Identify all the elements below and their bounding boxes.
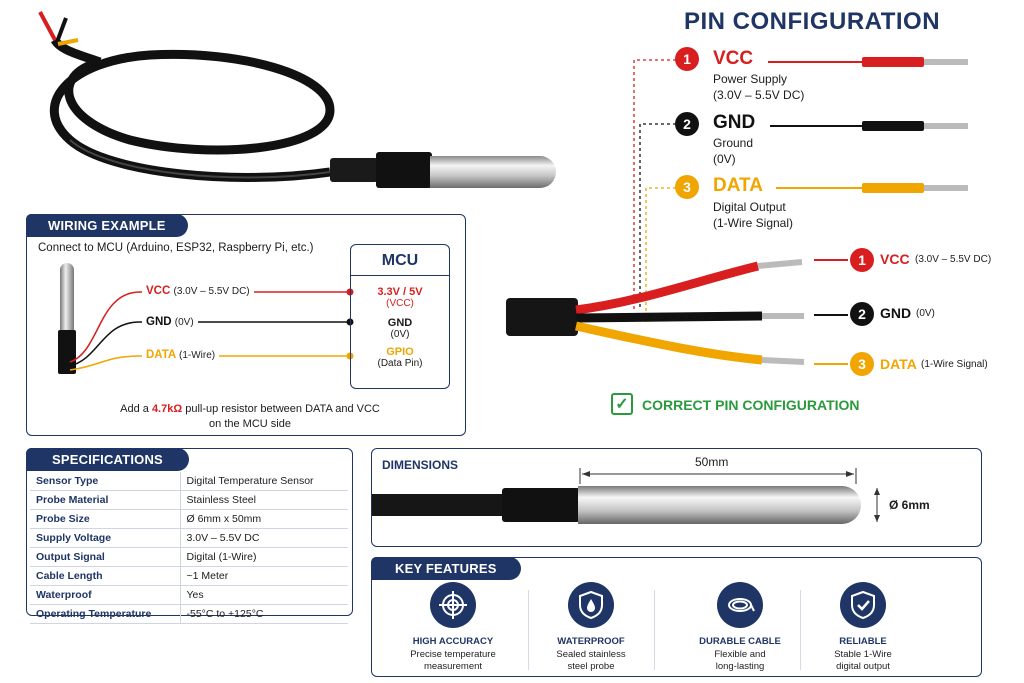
wire-1-detail: (3.0V – 5.5V DC) <box>915 254 992 265</box>
wire-3-badge: 3 <box>850 352 874 376</box>
wire-2-detail: (0V) <box>916 308 935 319</box>
spec-value: 3.0V – 5.5V DC <box>180 528 348 548</box>
spec-key: Operating Temperature <box>30 604 181 624</box>
water-drop-shield-icon <box>568 582 614 628</box>
spec-key: Supply Voltage <box>30 528 181 548</box>
feature-title: WATERPROOF <box>557 636 625 647</box>
mcu-gpio: GPIO <box>386 346 414 358</box>
pin-3-desc: Digital Output <box>713 200 786 214</box>
spec-value: Ø 6mm x 50mm <box>180 509 348 529</box>
spec-key: Sensor Type <box>30 472 181 491</box>
feature-durable-cable: DURABLE CABLE Flexible and long-lasting <box>680 582 800 673</box>
features-title: KEY FEATURES <box>371 557 521 580</box>
spec-value: Stainless Steel <box>180 490 348 510</box>
mcu-gnd-sub: (0V) <box>390 329 410 340</box>
dimension-diameter: Ø 6mm <box>889 498 930 512</box>
feature-desc: long-lasting <box>715 661 765 672</box>
feature-high-accuracy: HIGH ACCURACY Precise temperature measur… <box>393 582 513 673</box>
pin-1-badge: 1 <box>675 47 699 71</box>
feature-desc: measurement <box>423 661 483 672</box>
mcu-vcc-sub: (VCC) <box>386 298 414 309</box>
correct-pin-label: CORRECT PIN CONFIGURATION <box>642 397 860 413</box>
spec-value: -55°C to +125°C <box>180 604 348 624</box>
wire-3-name: DATA <box>880 356 917 372</box>
wire-1-name: VCC <box>880 251 910 267</box>
sensor-product-image <box>38 11 556 188</box>
pin-2-desc: Ground <box>713 136 754 150</box>
mcu-title: MCU <box>381 252 419 269</box>
mcu-gpio-sub: (Data Pin) <box>377 358 423 369</box>
feature-desc: Sealed stainless <box>556 649 626 660</box>
cable-coil-icon <box>717 582 763 628</box>
spec-value: ~1 Meter <box>180 566 348 586</box>
spec-key: Output Signal <box>30 547 181 567</box>
dimensions-title: DIMENSIONS <box>382 458 459 472</box>
spec-value: Digital Temperature Sensor <box>180 472 348 491</box>
pin-1-detail: (3.0V – 5.5V DC) <box>713 88 805 102</box>
mcu-vcc: 3.3V / 5V <box>377 286 423 298</box>
pin-2-name: GND <box>713 112 756 133</box>
wire-2-name: GND <box>880 305 912 321</box>
pin-3-detail: (1-Wire Signal) <box>713 216 794 230</box>
pin-1-name: VCC <box>713 48 754 69</box>
feature-desc: Flexible and <box>714 649 766 660</box>
mcu-box: MCU 3.3V / 5V (VCC) GND (0V) GPIO (Data … <box>350 244 450 389</box>
specs-title: SPECIFICATIONS <box>26 448 189 471</box>
wiring-data-label: DATA (1-Wire) <box>142 349 220 361</box>
pin-2-detail: (0V) <box>713 152 736 166</box>
wire-3-detail: (1-Wire Signal) <box>921 359 988 370</box>
feature-waterproof: WATERPROOF Sealed stainless steel probe <box>531 582 651 673</box>
wire-1-badge: 1 <box>850 248 874 272</box>
pin-1-desc: Power Supply <box>713 72 788 86</box>
wiring-gnd-label: GND (0V) <box>142 316 198 328</box>
dimensions-drawing <box>372 468 880 524</box>
table-row: Cable Length~1 Meter <box>30 566 348 586</box>
feature-reliable: RELIABLE Stable 1-Wire digital output <box>803 582 923 673</box>
mcu-gnd: GND <box>387 317 413 329</box>
check-shield-icon <box>840 582 886 628</box>
feature-title: DURABLE CABLE <box>699 636 781 647</box>
spec-value: Yes <box>180 585 348 605</box>
spec-key: Cable Length <box>30 566 181 586</box>
wire-2-badge: 2 <box>850 302 874 326</box>
feature-title: HIGH ACCURACY <box>412 636 494 647</box>
wiring-vcc-label: VCC (3.0V – 5.5V DC) <box>142 285 254 297</box>
check-icon: ✓ <box>611 393 633 415</box>
feature-desc: Precise temperature <box>410 649 496 660</box>
table-row: Operating Temperature-55°C to +125°C <box>30 604 348 624</box>
pullup-note: Add a 4.7kΩ pull-up resistor between DAT… <box>120 403 380 430</box>
pin-config-title: PIN CONFIGURATION <box>684 8 941 35</box>
feature-desc: Stable 1-Wire <box>834 649 892 660</box>
wiring-intro: Connect to MCU (Arduino, ESP32, Raspberr… <box>38 242 314 254</box>
pin-3-badge: 3 <box>675 175 699 199</box>
feature-title: RELIABLE <box>839 636 887 647</box>
feature-desc: steel probe <box>567 661 615 672</box>
pin-2-badge: 2 <box>675 112 699 136</box>
spec-key: Probe Material <box>30 490 181 510</box>
crosshair-icon <box>430 582 476 628</box>
wiring-diagram <box>58 263 354 374</box>
wiring-title: WIRING EXAMPLE <box>26 214 188 237</box>
feature-desc: digital output <box>836 661 890 672</box>
spec-value: Digital (1-Wire) <box>180 547 348 567</box>
dimension-length: 50mm <box>695 455 729 469</box>
pin-3-name: DATA <box>713 175 763 196</box>
spec-key: Waterproof <box>30 585 181 605</box>
spec-key: Probe Size <box>30 509 181 529</box>
pin-diagram <box>506 57 968 365</box>
